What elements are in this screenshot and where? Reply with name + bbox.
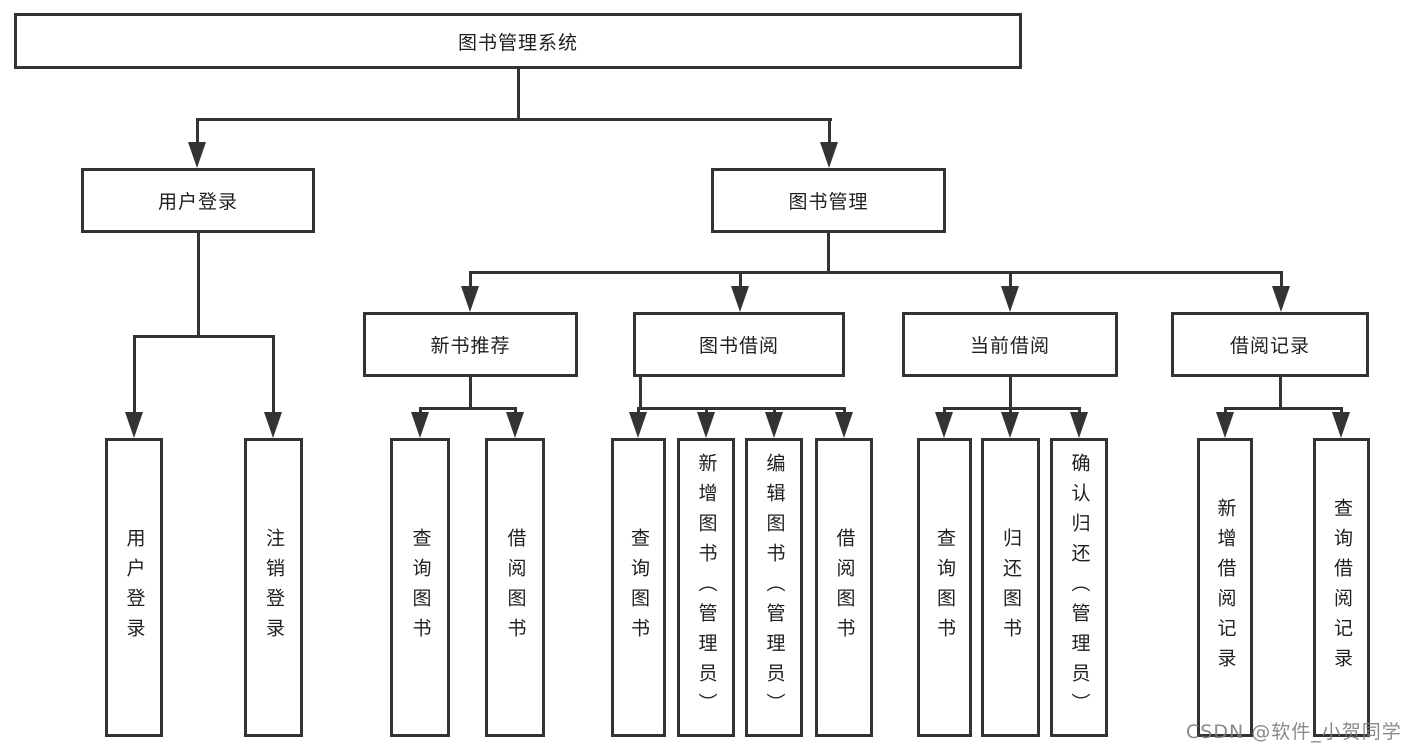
leaf-user-login: 用户登录 bbox=[105, 438, 163, 737]
arrowhead-leaf bbox=[935, 412, 953, 438]
arrowhead-leaf bbox=[1070, 412, 1088, 438]
node-book-borrow: 图书借阅 bbox=[633, 312, 845, 377]
arrowhead-leaf bbox=[765, 412, 783, 438]
leaf-borrow-books-recommend-label: 借阅图书 bbox=[504, 527, 527, 648]
node-new-book-recommend-label: 新书推荐 bbox=[430, 335, 511, 357]
connector-current-borrow-branch bbox=[943, 407, 1081, 410]
leaf-return-books-label: 归还图书 bbox=[1000, 527, 1022, 648]
csdn-watermark: CSDN @软件_小贺同学 bbox=[1186, 721, 1402, 743]
connector-stub bbox=[1009, 407, 1012, 415]
arrowhead-book-management bbox=[820, 142, 838, 168]
leaf-confirm-return-admin-label: 确认归还（管理员） bbox=[1068, 452, 1091, 723]
connector-level3-branch bbox=[469, 271, 1283, 274]
connector-book-borrow-branch bbox=[637, 407, 846, 410]
connector-drop-login-leaf bbox=[133, 335, 136, 412]
connector-stub bbox=[705, 407, 708, 415]
connector-book-management-stem bbox=[827, 233, 830, 271]
connector-current-borrow-stem bbox=[1009, 377, 1012, 407]
connector-drop-logout-leaf bbox=[272, 335, 275, 412]
connector-root-stem bbox=[517, 69, 520, 118]
leaf-logout-label: 注销登录 bbox=[263, 527, 285, 648]
arrowhead-current-borrow bbox=[1001, 286, 1019, 312]
connector-stub bbox=[514, 407, 517, 415]
leaf-edit-books-admin: 编辑图书（管理员） bbox=[745, 438, 803, 737]
arrowhead-user-login bbox=[188, 142, 206, 168]
leaf-query-books-current-label: 查询图书 bbox=[934, 527, 956, 648]
node-borrow-records-label: 借阅记录 bbox=[1229, 335, 1310, 357]
leaf-return-books: 归还图书 bbox=[981, 438, 1040, 737]
arrowhead-book-borrow bbox=[731, 286, 749, 312]
connector-stub bbox=[1078, 407, 1081, 415]
leaf-edit-books-admin-label: 编辑图书（管理员） bbox=[763, 452, 786, 723]
node-borrow-records: 借阅记录 bbox=[1171, 312, 1369, 377]
connector-drop-current-borrow bbox=[1009, 271, 1012, 287]
leaf-query-books-recommend: 查询图书 bbox=[390, 438, 450, 737]
connector-stub bbox=[1224, 407, 1227, 415]
arrowhead-logout-leaf bbox=[264, 412, 282, 438]
arrowhead-login-leaf bbox=[125, 412, 143, 438]
connector-book-borrow-stem bbox=[639, 377, 642, 407]
connector-drop-book-management bbox=[828, 118, 831, 144]
leaf-query-borrow-record-label: 查询借阅记录 bbox=[1331, 497, 1353, 678]
leaf-add-borrow-record-label: 新增借阅记录 bbox=[1214, 497, 1237, 678]
connector-new-book-stem bbox=[469, 377, 472, 407]
node-root-label: 图书管理系统 bbox=[457, 31, 578, 54]
leaf-query-books-recommend-label: 查询图书 bbox=[409, 527, 432, 648]
arrowhead-leaf bbox=[1332, 412, 1350, 438]
leaf-borrow-books-label: 借阅图书 bbox=[833, 527, 856, 648]
leaf-logout: 注销登录 bbox=[244, 438, 303, 737]
arrowhead-borrow-records bbox=[1272, 286, 1290, 312]
connector-drop-new-book bbox=[469, 271, 472, 287]
leaf-add-borrow-record: 新增借阅记录 bbox=[1197, 438, 1253, 737]
leaf-borrow-books: 借阅图书 bbox=[815, 438, 873, 737]
connector-stub bbox=[943, 407, 946, 415]
connector-borrow-records-stem bbox=[1279, 377, 1282, 407]
node-user-login-label: 用户登录 bbox=[157, 191, 238, 213]
leaf-query-books-borrow-label: 查询图书 bbox=[628, 527, 650, 648]
leaf-query-books-current: 查询图书 bbox=[917, 438, 972, 737]
connector-level2-branch bbox=[196, 118, 832, 121]
leaf-query-borrow-record: 查询借阅记录 bbox=[1313, 438, 1370, 737]
node-book-management: 图书管理 bbox=[711, 168, 946, 233]
connector-stub bbox=[773, 407, 776, 415]
leaf-add-books-admin: 新增图书（管理员） bbox=[677, 438, 735, 737]
node-root-library-system: 图书管理系统 bbox=[14, 13, 1022, 69]
connector-new-book-branch bbox=[419, 407, 517, 410]
node-current-borrow: 当前借阅 bbox=[902, 312, 1118, 377]
leaf-user-login-label: 用户登录 bbox=[123, 527, 146, 648]
arrowhead-leaf bbox=[835, 412, 853, 438]
connector-drop-book-borrow bbox=[739, 271, 742, 287]
node-book-management-label: 图书管理 bbox=[788, 191, 869, 213]
node-current-borrow-label: 当前借阅 bbox=[969, 335, 1050, 357]
arrowhead-leaf bbox=[411, 412, 429, 438]
arrowhead-new-book bbox=[461, 286, 479, 312]
leaf-add-books-admin-label: 新增图书（管理员） bbox=[695, 452, 718, 723]
connector-drop-borrow-records bbox=[1280, 271, 1283, 287]
leaf-query-books-borrow: 查询图书 bbox=[611, 438, 666, 737]
node-new-book-recommend: 新书推荐 bbox=[363, 312, 578, 377]
node-user-login: 用户登录 bbox=[81, 168, 315, 233]
arrowhead-leaf bbox=[1001, 412, 1019, 438]
connector-stub bbox=[419, 407, 422, 415]
connector-stub bbox=[843, 407, 846, 415]
connector-stub bbox=[1340, 407, 1343, 415]
connector-drop-user-login bbox=[196, 118, 199, 144]
connector-user-login-branch bbox=[133, 335, 275, 338]
leaf-borrow-books-recommend: 借阅图书 bbox=[485, 438, 545, 737]
node-book-borrow-label: 图书借阅 bbox=[698, 335, 779, 357]
arrowhead-leaf bbox=[629, 412, 647, 438]
arrowhead-leaf bbox=[1216, 412, 1234, 438]
leaf-confirm-return-admin: 确认归还（管理员） bbox=[1050, 438, 1108, 737]
arrowhead-leaf bbox=[506, 412, 524, 438]
arrowhead-leaf bbox=[697, 412, 715, 438]
connector-borrow-records-branch bbox=[1224, 407, 1343, 410]
connector-user-login-stem bbox=[197, 233, 200, 335]
connector-stub bbox=[637, 407, 640, 415]
